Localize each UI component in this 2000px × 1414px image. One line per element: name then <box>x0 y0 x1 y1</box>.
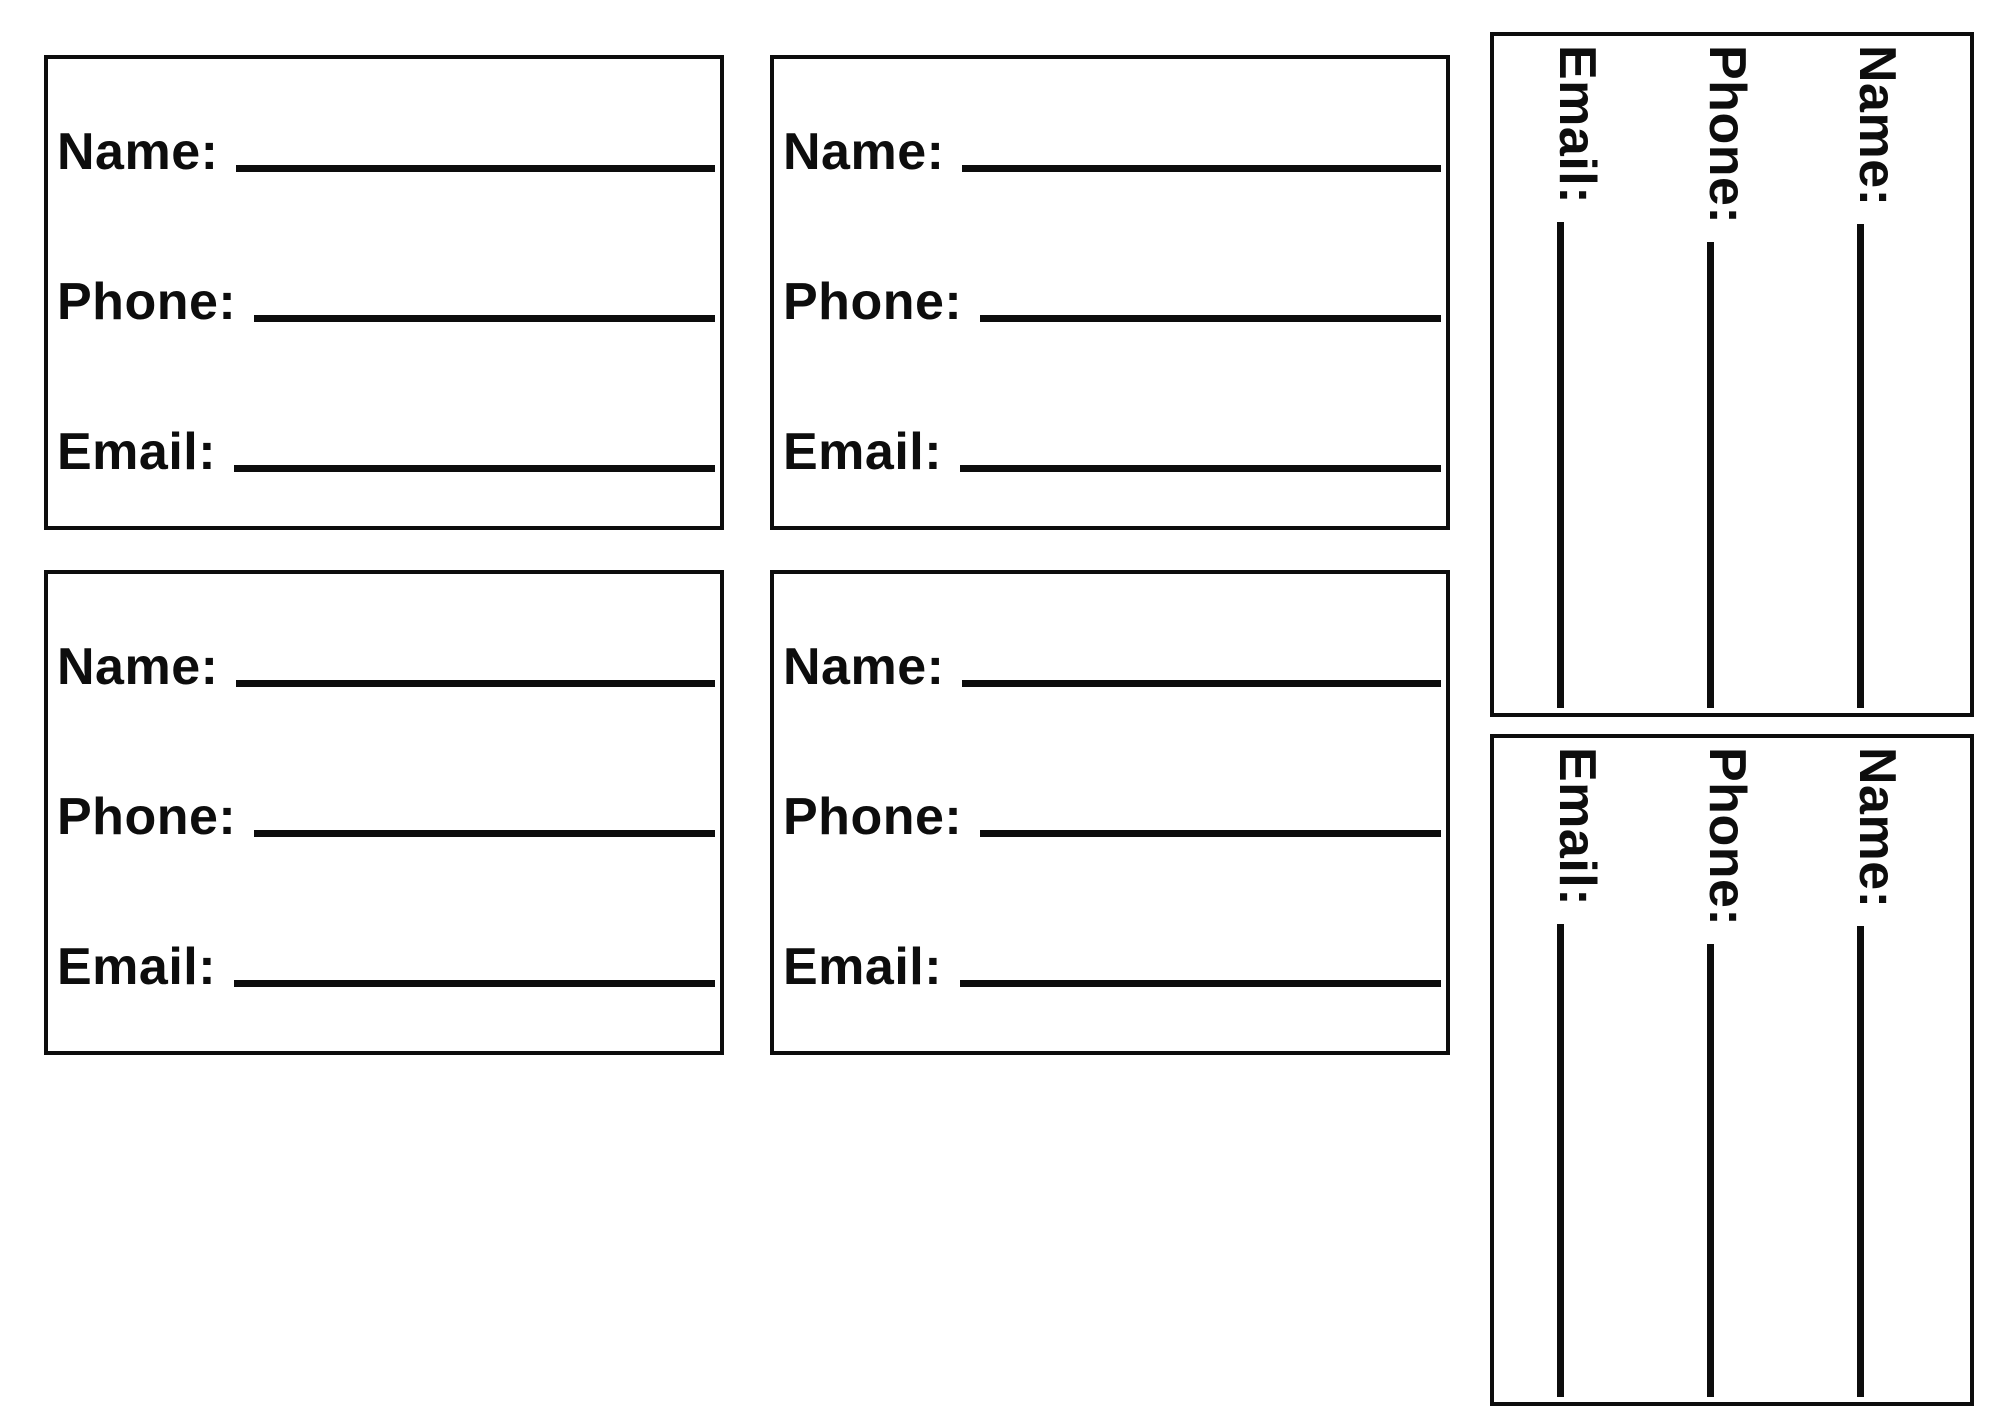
phone-label: Phone: <box>57 788 237 846</box>
contact-card-1: Name: Phone: Email: <box>44 55 724 530</box>
name-row: Name: <box>57 574 715 693</box>
phone-label: Phone: <box>57 273 237 331</box>
phone-label: Phone: <box>783 788 963 846</box>
name-label: Name: <box>783 638 945 696</box>
phone-row: Phone: <box>783 693 1441 843</box>
name-label: Name: <box>783 123 945 181</box>
email-label: Email: <box>783 938 943 996</box>
email-fill-line <box>960 980 1441 987</box>
email-label: Email: <box>57 423 217 481</box>
email-row: Email: <box>57 328 715 478</box>
phone-fill-line <box>1707 242 1714 708</box>
contact-card-5: Name: Phone: Email: <box>1490 32 1974 717</box>
name-row: Name: <box>1848 747 1970 1397</box>
contact-card-3: Name: Phone: Email: <box>44 570 724 1055</box>
contact-card-2: Name: Phone: Email: <box>770 55 1450 530</box>
email-fill-line <box>1557 222 1564 708</box>
name-row: Name: <box>783 59 1441 178</box>
name-fill-line <box>1857 224 1864 708</box>
name-label: Name: <box>57 123 219 181</box>
phone-fill-line <box>254 830 715 837</box>
name-label: Name: <box>57 638 219 696</box>
name-row: Name: <box>1848 45 1970 708</box>
name-fill-line <box>962 680 1441 687</box>
name-label: Name: <box>1848 747 1906 909</box>
phone-row: Phone: <box>1698 45 1851 708</box>
name-fill-line <box>962 165 1441 172</box>
phone-row: Phone: <box>57 178 715 328</box>
email-fill-line <box>234 980 715 987</box>
phone-label: Phone: <box>1698 747 1756 927</box>
email-row: Email: <box>1548 747 1701 1397</box>
email-label: Email: <box>1548 45 1606 205</box>
contact-card-6: Name: Phone: Email: <box>1490 734 1974 1406</box>
phone-label: Phone: <box>1698 45 1756 225</box>
name-row: Name: <box>57 59 715 178</box>
phone-label: Phone: <box>783 273 963 331</box>
phone-row: Phone: <box>1698 747 1851 1397</box>
contact-card-4: Name: Phone: Email: <box>770 570 1450 1055</box>
phone-fill-line <box>980 830 1441 837</box>
phone-row: Phone: <box>57 693 715 843</box>
email-label: Email: <box>57 938 217 996</box>
email-label: Email: <box>783 423 943 481</box>
name-fill-line <box>1857 926 1864 1397</box>
phone-fill-line <box>980 315 1441 322</box>
email-row: Email: <box>783 843 1441 993</box>
email-row: Email: <box>783 328 1441 478</box>
email-row: Email: <box>57 843 715 993</box>
name-fill-line <box>236 680 715 687</box>
email-fill-line <box>1557 924 1564 1397</box>
email-fill-line <box>234 465 715 472</box>
phone-fill-line <box>1707 944 1714 1397</box>
email-row: Email: <box>1548 45 1701 708</box>
name-label: Name: <box>1848 45 1906 207</box>
contact-card-5-rotated: Name: Phone: Email: <box>1490 32 1974 717</box>
email-label: Email: <box>1548 747 1606 907</box>
contact-card-6-rotated: Name: Phone: Email: <box>1490 734 1974 1406</box>
phone-row: Phone: <box>783 178 1441 328</box>
phone-fill-line <box>254 315 715 322</box>
name-row: Name: <box>783 574 1441 693</box>
name-fill-line <box>236 165 715 172</box>
email-fill-line <box>960 465 1441 472</box>
